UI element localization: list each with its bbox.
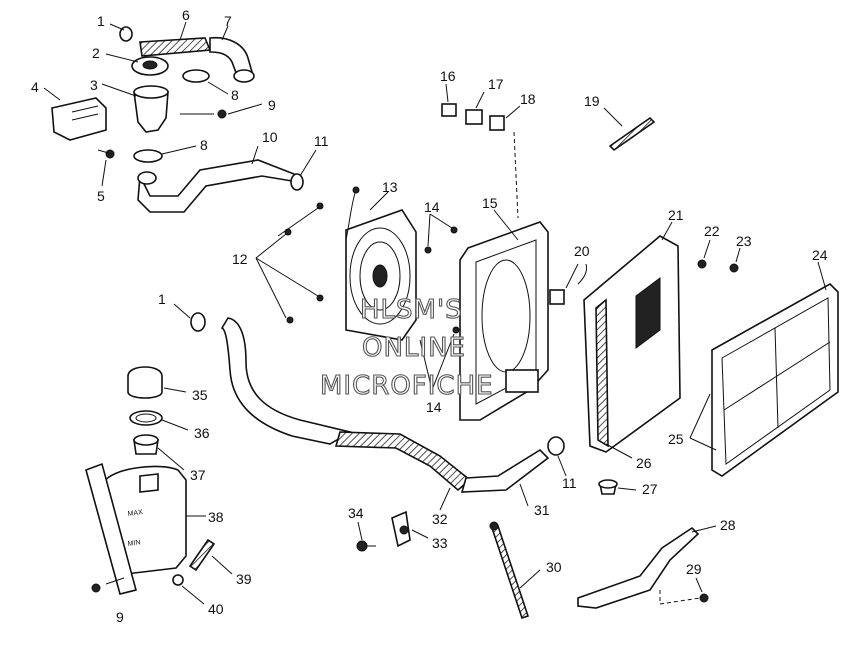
part-11-clamp-lower: [547, 436, 565, 456]
callout-37: 37: [190, 467, 206, 483]
callout-1: 1: [97, 13, 105, 29]
watermark: HLSM'S ONLINE MICROFICHE: [319, 294, 494, 401]
part-4-bracket: [51, 97, 107, 141]
callout-10: 10: [262, 129, 278, 145]
callout-24: 24: [812, 247, 828, 263]
callout-16: 16: [440, 68, 456, 84]
lower-hose-group: [173, 303, 567, 511]
callout-34: 34: [348, 505, 364, 521]
callout-40: 40: [208, 601, 224, 617]
part-40-clamp: [172, 574, 184, 586]
callout-20: 20: [574, 243, 590, 259]
callout-39: 39: [236, 571, 252, 587]
callout-14: 14: [424, 199, 440, 215]
callout-33: 33: [432, 535, 448, 551]
callout-27: 27: [642, 481, 658, 497]
watermark-line-3: MICROFICHE: [320, 371, 494, 401]
callout-29: 29: [686, 561, 702, 577]
callout-9-lower: 9: [116, 609, 124, 625]
callout-3: 3: [90, 77, 98, 93]
part-32-hose: [220, 317, 353, 445]
callout-32: 32: [432, 511, 448, 527]
callout-9: 9: [268, 97, 276, 113]
callout-8-lower: 8: [200, 137, 208, 153]
callout-31: 31: [534, 502, 550, 518]
callout-30: 30: [546, 559, 562, 575]
part-5-bolt: [105, 149, 115, 159]
part-28-bracket: [577, 526, 700, 609]
part-36-gasket: [129, 410, 163, 426]
fan-group: [255, 186, 460, 391]
part-8-clamp: [182, 69, 210, 83]
part-11-clamp: [290, 173, 304, 191]
part-35-cap: [127, 366, 163, 399]
part-29-bolt: [699, 593, 709, 603]
part-24-screen: [711, 283, 839, 477]
callout-22: 22: [704, 223, 720, 239]
part-22-nut: [697, 259, 707, 269]
callout-labels: 1 6 7 2 3 8 9 4 8 5 10 11 12 13 14 15 16…: [31, 7, 828, 625]
part-9-bolt-lower: [91, 583, 101, 593]
callout-12: 12: [232, 251, 248, 267]
callout-28: 28: [720, 517, 736, 533]
part-8-clamp-lower: [133, 149, 163, 163]
callout-25: 25: [668, 431, 684, 447]
part-34-bolt: [356, 540, 368, 552]
part-20-sensor: [549, 289, 565, 305]
watermark-line-1: HLSM'S: [360, 295, 463, 325]
callout-11-lower: 11: [562, 475, 577, 491]
callout-1-lower: 1: [158, 291, 166, 307]
callout-14-lower: 14: [426, 399, 442, 415]
callout-7: 7: [224, 13, 232, 29]
part-1-clamp-lower: [190, 312, 206, 332]
callout-23: 23: [736, 233, 752, 249]
callout-18: 18: [520, 91, 536, 107]
part-19-long-bolt: [608, 116, 656, 152]
callout-26: 26: [636, 455, 652, 471]
part-16-bushing: [441, 103, 457, 117]
callout-21: 21: [668, 207, 684, 223]
part-10-hose: [137, 159, 300, 213]
callout-15: 15: [482, 195, 498, 211]
callout-8: 8: [231, 87, 239, 103]
callout-19: 19: [584, 93, 600, 109]
callout-35: 35: [192, 387, 208, 403]
callout-36: 36: [194, 425, 210, 441]
shroud-group: [441, 83, 656, 421]
part-1-clamp: [119, 26, 133, 42]
callout-17: 17: [488, 76, 504, 92]
callout-4: 4: [31, 79, 39, 95]
thermostat-housing-group: [51, 26, 304, 213]
bottom-middle-parts: [356, 510, 717, 620]
callout-38: 38: [208, 509, 224, 525]
callout-13: 13: [382, 179, 398, 195]
callout-5: 5: [97, 188, 105, 204]
watermark-line-2: ONLINE: [362, 333, 466, 363]
part-31-hose: [460, 448, 550, 493]
part-23-bolt: [729, 263, 739, 273]
radiator-group: [549, 221, 839, 495]
callout-2: 2: [92, 45, 100, 61]
leader-lines-top-left: [43, 21, 317, 187]
part-6-hose: [139, 37, 212, 57]
tank-min-mark: MIN: [127, 539, 141, 548]
part-30-long-bolt: [490, 524, 530, 620]
part-18-spacer: [489, 115, 505, 131]
coolant-tank-group: MAX MIN: [85, 366, 233, 605]
part-39-overflow-hose: [188, 538, 216, 572]
tank-max-mark: MAX: [127, 509, 143, 518]
callout-6: 6: [182, 7, 190, 23]
callout-11: 11: [314, 133, 329, 149]
part-17-grommet: [465, 109, 483, 125]
